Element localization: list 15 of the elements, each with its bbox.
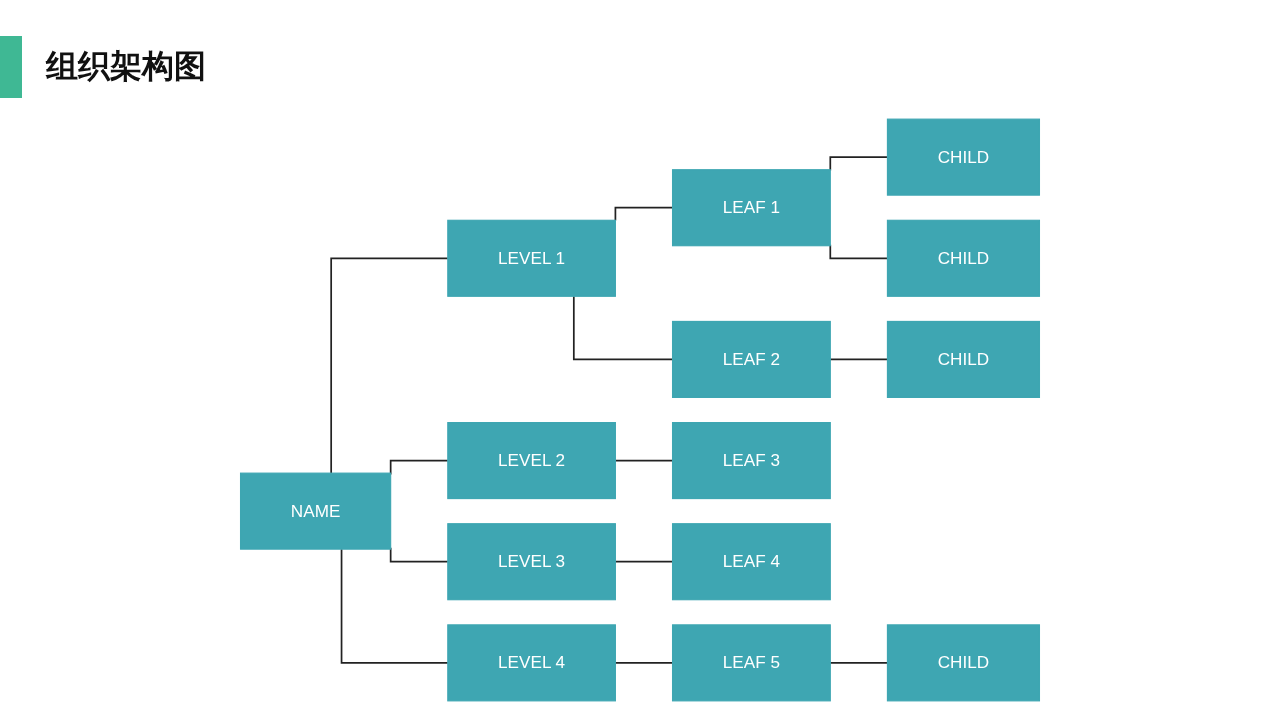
- title: 组织架构图: [46, 46, 206, 87]
- node-box: CHILD: [886, 219, 1041, 297]
- node-box: LEAF 4: [671, 523, 831, 601]
- node-box: NAME: [239, 472, 392, 550]
- node-box: LEAF 1: [671, 169, 831, 247]
- node-box: CHILD: [886, 624, 1041, 702]
- node-box: LEAF 2: [671, 320, 831, 398]
- node-box: LEAF 3: [671, 422, 831, 500]
- node-box: LEVEL 3: [447, 523, 616, 601]
- node-box: LEAF 5: [671, 624, 831, 702]
- node-box: LEVEL 1: [447, 219, 616, 297]
- node-box: LEVEL 2: [447, 422, 616, 500]
- node-box: LEVEL 4: [447, 624, 616, 702]
- node-box: CHILD: [886, 118, 1041, 196]
- node-box: CHILD: [886, 320, 1041, 398]
